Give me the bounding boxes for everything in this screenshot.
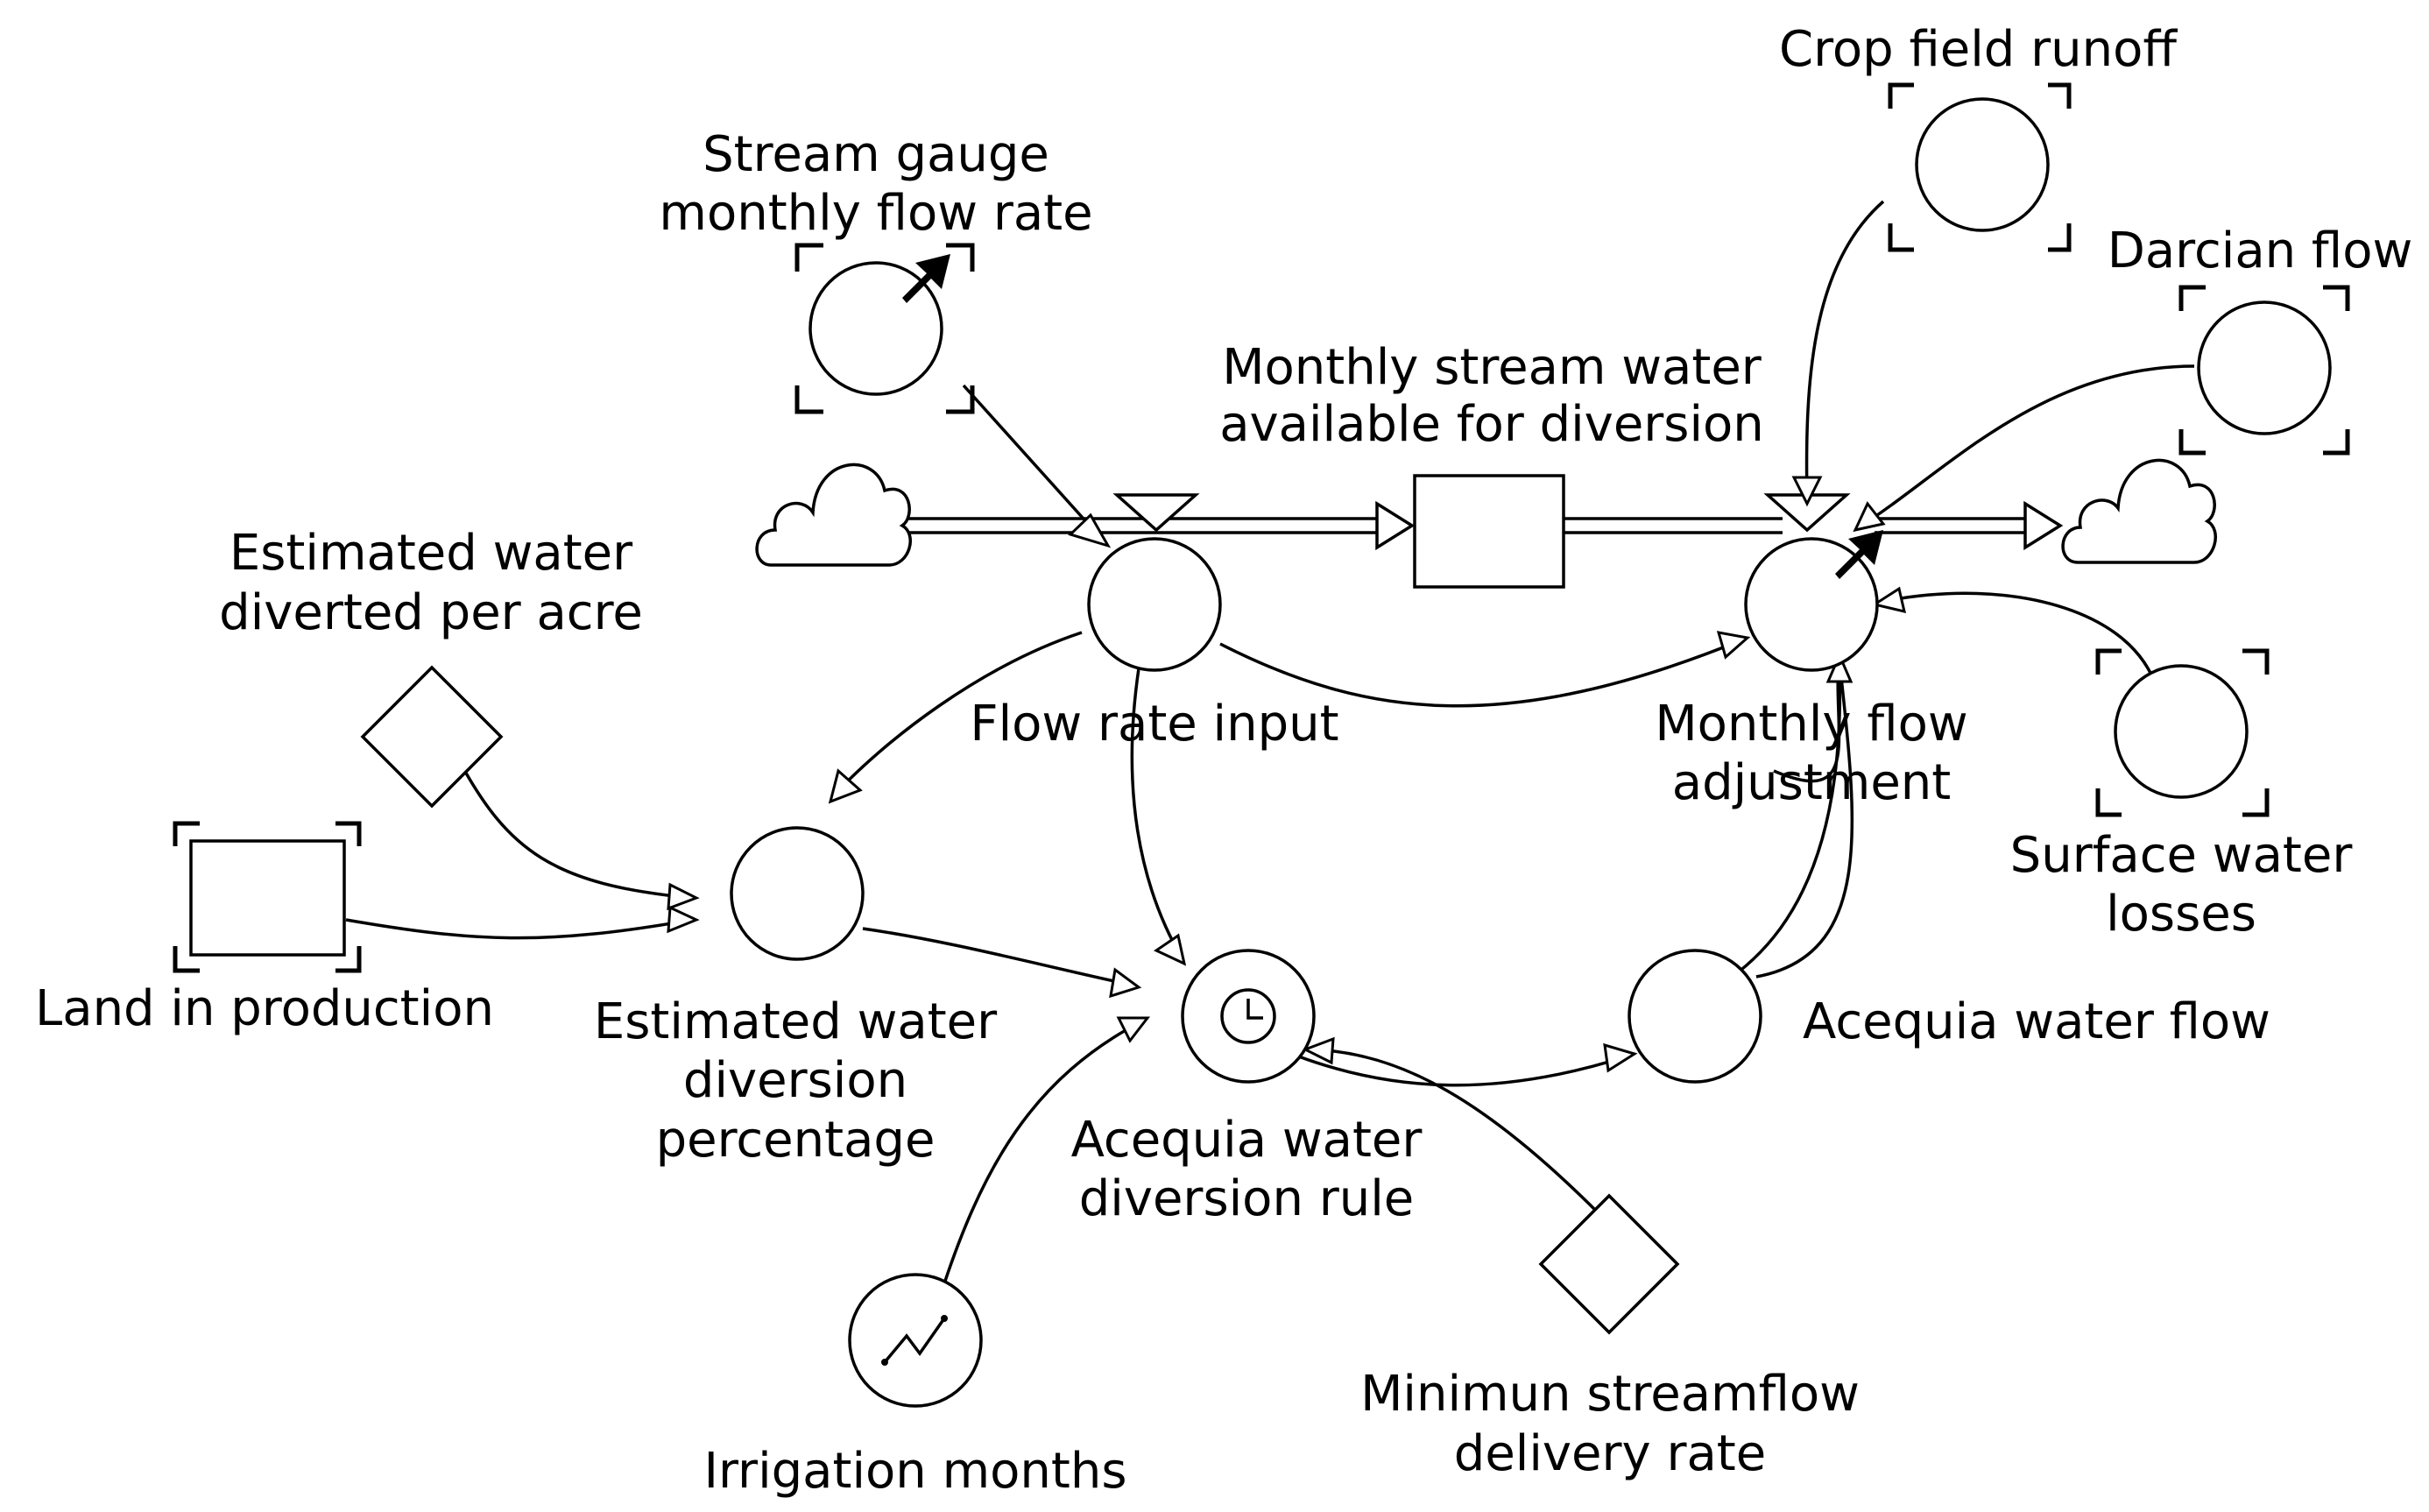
- stream-gauge-label-line-1: Stream gauge: [703, 126, 1049, 183]
- source-cloud-icon: [755, 463, 912, 567]
- stock-label-line-2: available for diversion: [1219, 396, 1764, 453]
- crop-field-runoff-label: Crop field runoff: [1779, 21, 2178, 78]
- flow-rate-input-node: [1087, 537, 1222, 672]
- ghost-arrow-icon: [902, 254, 950, 303]
- acequia-diversion-rule-label-line-2: diversion rule: [1079, 1170, 1415, 1227]
- stream-gauge-bracket: [794, 243, 975, 414]
- surface-water-losses-node: [2114, 664, 2249, 799]
- monthly-flow-adjustment-label-line-2: adjustment: [1672, 754, 1952, 811]
- inflow-valve-icon: [1112, 493, 1200, 533]
- estimated-water-diverted-label-line-2: diverted per acre: [219, 584, 643, 641]
- flow-rate-input-label: Flow rate input: [970, 696, 1338, 752]
- ghost-arrow-icon-2: [1835, 530, 1883, 579]
- crop-field-runoff-node: [1915, 97, 2050, 232]
- crop-field-runoff-bracket: [1888, 82, 2072, 252]
- darcian-flow-bracket: [2178, 285, 2350, 456]
- estimated-water-diversion-percentage-label-line-3: percentage: [656, 1112, 936, 1169]
- acequia-water-flow-label: Acequia water flow: [1803, 993, 2270, 1050]
- monthly-stream-water-stock: [1413, 474, 1565, 589]
- sink-cloud-icon: [2061, 458, 2217, 564]
- minimum-streamflow-delivery-rate-constant: [1538, 1193, 1680, 1335]
- stream-gauge-label-line-2: monthly flow rate: [659, 185, 1092, 242]
- darcian-flow-node: [2197, 300, 2332, 435]
- acequia-water-flow-node: [1628, 949, 1762, 1084]
- surface-water-losses-label-line-1: Surface water: [2010, 827, 2354, 884]
- estimated-water-diversion-percentage-label-line-1: Estimated water: [594, 993, 998, 1050]
- estimated-water-diverted-per-acre-constant: [360, 665, 504, 809]
- surface-water-losses-bracket: [2095, 648, 2270, 817]
- darcian-flow-label: Darcian flow: [2108, 223, 2413, 279]
- flow-arrowhead-into-sink: [2023, 500, 2064, 551]
- acequia-water-diversion-rule-node: [1181, 949, 1316, 1084]
- land-in-production-label: Land in production: [35, 980, 494, 1037]
- estimated-water-diverted-label-line-1: Estimated water: [229, 525, 633, 582]
- surface-water-losses-label-line-2: losses: [2106, 886, 2256, 943]
- irrigation-months-label: Irrigation months: [704, 1443, 1127, 1500]
- monthly-flow-adjustment-label-line-1: Monthly flow: [1655, 696, 1967, 752]
- minimum-streamflow-label-line-1: Minimun streamflow: [1360, 1366, 1860, 1423]
- acequia-diversion-rule-label-line-1: Acequia water: [1071, 1112, 1423, 1169]
- main-flow-pipe: [893, 500, 2064, 551]
- estimated-water-diversion-percentage-node: [730, 826, 865, 961]
- estimated-water-diversion-percentage-label-line-2: diversion: [683, 1052, 907, 1109]
- stock-label-line-1: Monthly stream water: [1222, 339, 1762, 396]
- land-in-production-stock: [189, 839, 346, 957]
- irrigation-months-node: [848, 1273, 983, 1408]
- land-in-production-bracket: [173, 821, 362, 973]
- minimum-streamflow-label-line-2: delivery rate: [1454, 1425, 1766, 1482]
- connectors: [345, 200, 2195, 1306]
- flow-arrowhead-into-stock: [1375, 500, 1416, 551]
